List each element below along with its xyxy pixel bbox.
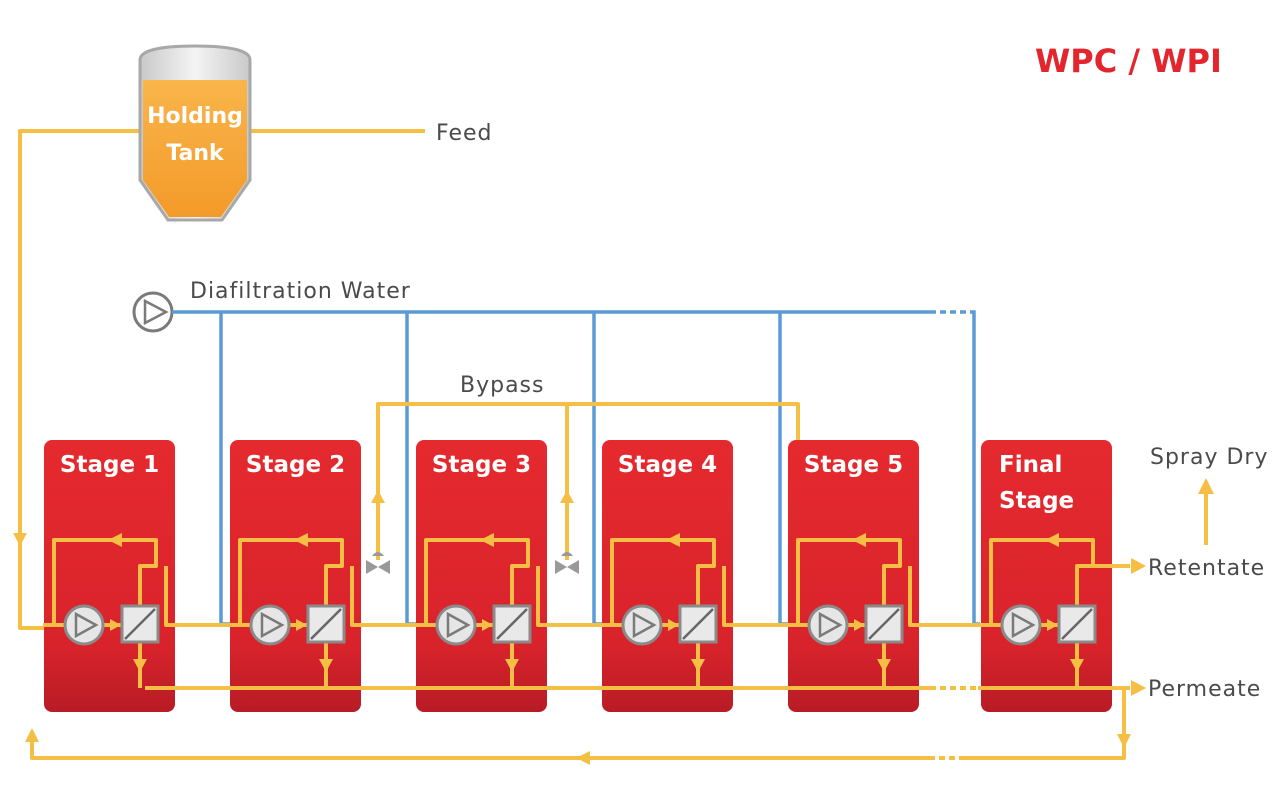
holding-tank: Holding Tank	[138, 44, 252, 222]
retentate-outlet-line	[536, 566, 548, 627]
valve-icon[interactable]	[555, 552, 579, 574]
membrane-filter-icon[interactable]	[306, 604, 346, 644]
interstage-line	[361, 623, 416, 627]
pump-icon[interactable]	[1000, 604, 1042, 646]
stage-label: Stage 5	[804, 452, 903, 478]
retentate-outlet-line	[164, 566, 176, 627]
pump-icon[interactable]	[249, 604, 291, 646]
return-loop-line	[25, 688, 1131, 765]
retentate-outlet-line	[908, 566, 920, 627]
permeate-label: Permeate	[1148, 677, 1261, 702]
membrane-filter-icon[interactable]	[120, 604, 160, 644]
stage-label: Stage 2	[246, 452, 345, 478]
feed-line	[13, 129, 425, 630]
membrane-filter-icon[interactable]	[492, 604, 532, 644]
membrane-filter-icon[interactable]	[678, 604, 718, 644]
pump-icon[interactable]	[621, 604, 663, 646]
stage-box-2: Stage 2	[229, 440, 416, 712]
tank-label-line1: Holding	[147, 104, 243, 129]
diafiltration-pump-icon	[132, 291, 174, 333]
stage-label: Stage 4	[618, 452, 717, 478]
diagram-title: WPC / WPI	[1035, 42, 1222, 80]
pump-icon[interactable]	[435, 604, 477, 646]
permeate-line	[145, 680, 1146, 696]
stage-label-line2: Stage	[999, 488, 1074, 514]
membrane-filter-icon[interactable]	[1057, 604, 1097, 644]
stage-label: Stage 3	[432, 452, 531, 478]
membrane-filter-icon[interactable]	[864, 604, 904, 644]
retentate-line	[1100, 478, 1214, 574]
recirculation-line	[52, 538, 158, 625]
recirculation-line	[238, 538, 344, 625]
stage-box-1: Stage 1	[43, 440, 230, 712]
pump-icon[interactable]	[807, 604, 849, 646]
interstage-line	[547, 623, 602, 627]
stages: Stage 1 Stage 2 Stage 3 Stage 4 Stage 5 Final…	[43, 440, 1113, 712]
bypass-label: Bypass	[460, 373, 544, 398]
tank-label-line2: Tank	[166, 141, 225, 166]
spray-dry-label: Spray Dry	[1150, 445, 1268, 470]
stage-box-5: Stage 5	[787, 440, 981, 712]
feed-label: Feed	[436, 121, 493, 146]
valve-icon[interactable]	[366, 552, 390, 574]
interstage-line	[733, 623, 788, 627]
retentate-outlet-line	[722, 566, 734, 627]
interstage-line	[175, 623, 230, 627]
diafiltration-water-label: Diafiltration Water	[190, 279, 411, 304]
retentate-label: Retentate	[1148, 556, 1265, 581]
stage-box-4: Stage 4	[601, 440, 788, 712]
recirculation-line	[424, 538, 530, 625]
pump-icon[interactable]	[63, 604, 105, 646]
recirculation-line	[796, 538, 902, 625]
recirculation-line	[610, 538, 716, 625]
recirculation-line	[989, 538, 1095, 625]
retentate-outlet-line	[350, 566, 362, 627]
stage-label: Stage 1	[60, 452, 159, 478]
stage-label: Final	[999, 452, 1062, 478]
stage-box-3: Stage 3	[415, 440, 602, 712]
